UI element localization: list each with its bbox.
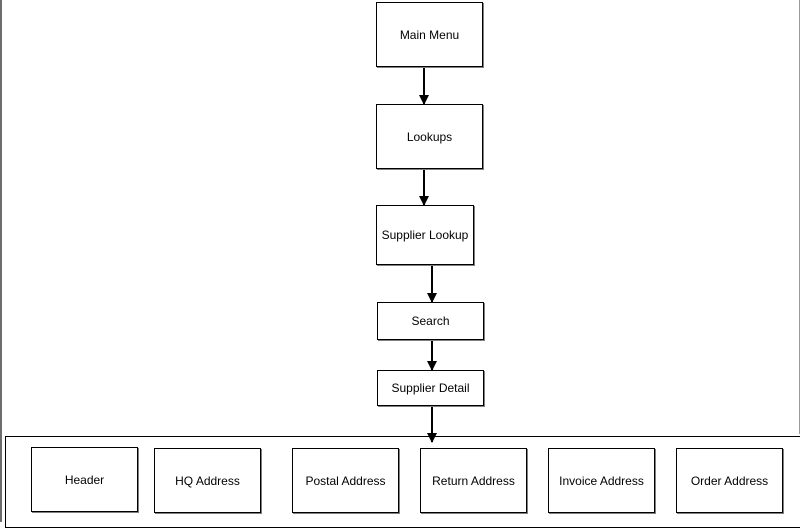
section-header: Header: [31, 447, 138, 512]
search-node: Search: [377, 302, 484, 340]
supplier-detail-node: Supplier Detail: [377, 370, 484, 406]
section-order-address: Order Address: [676, 448, 783, 513]
section-postal-address: Postal Address: [292, 448, 399, 513]
lookups-node: Lookups: [376, 104, 483, 169]
main-menu-node: Main Menu: [376, 2, 483, 67]
left-border: [0, 0, 2, 522]
supplier-lookup-node: Supplier Lookup: [376, 205, 474, 265]
section-return-address: Return Address: [420, 448, 527, 513]
section-invoice-address: Invoice Address: [548, 448, 655, 513]
section-hq-address: HQ Address: [154, 448, 261, 513]
